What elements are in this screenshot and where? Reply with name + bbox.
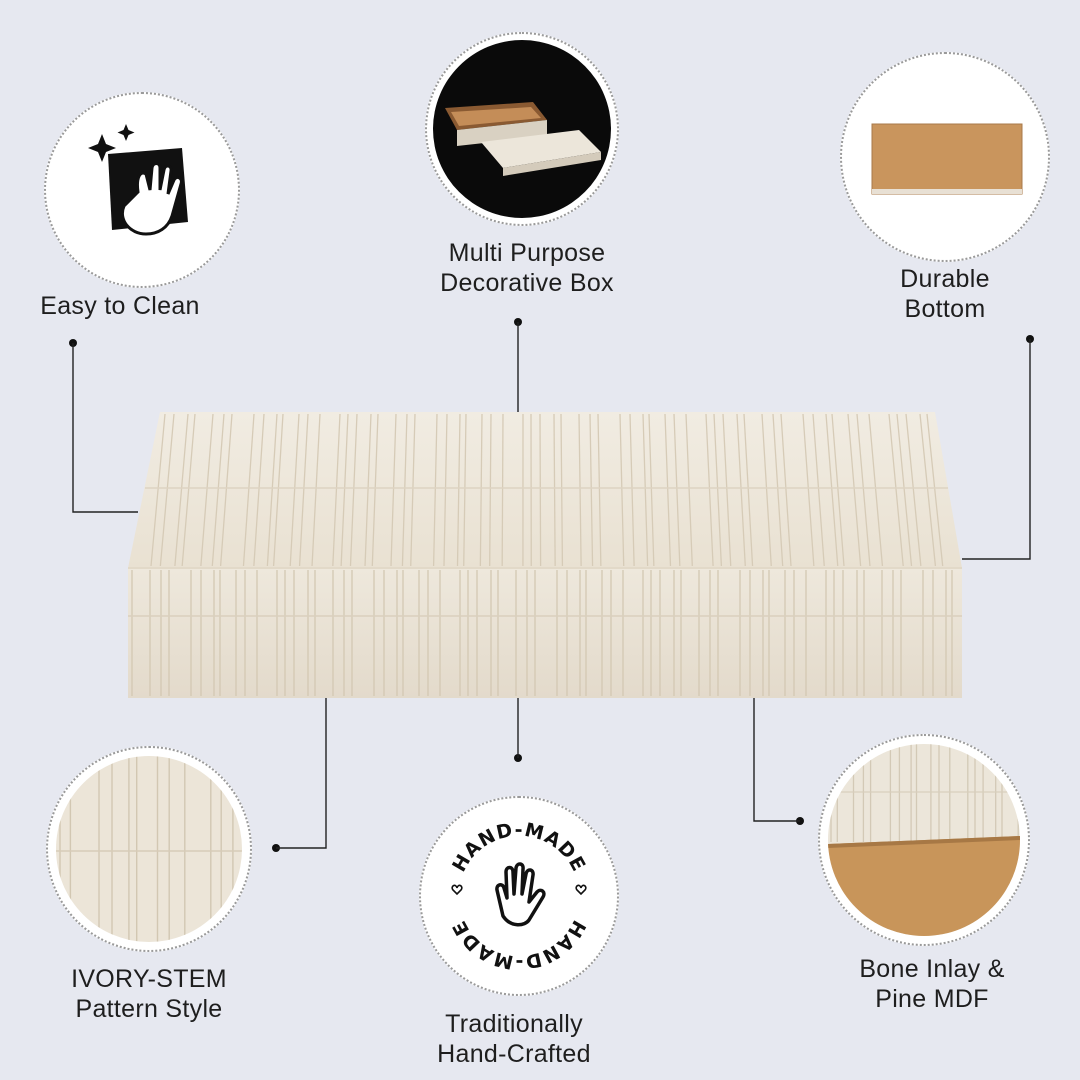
durable-bottom-label: Durable Bottom [830,264,1060,324]
heart-icon [451,884,463,896]
handmade-stamp-icon: HAND-MADE HAND-MADE [441,818,597,974]
easy-to-clean-line1: Easy to Clean [40,292,200,320]
pattern-style-line1: IVORY-STEM [71,965,227,993]
pattern-style-label: IVORY-STEM Pattern Style [30,964,268,1024]
cleaning-cloth-hand-icon [88,124,188,236]
decorative-box-label: Multi Purpose Decorative Box [400,238,654,298]
pattern-style-badge [46,746,252,952]
durable-bottom-line2: Bottom [904,295,986,323]
material-line2: Pine MDF [875,985,989,1013]
decorative-box-badge [425,32,619,226]
easy-to-clean-label: Easy to Clean [10,291,230,321]
decorative-box-line2: Decorative Box [440,269,614,297]
hand-crafted-line1: Traditionally [445,1010,583,1038]
ivory-stem-closeup-photo [56,756,242,942]
pattern-style-line2: Pattern Style [75,995,223,1023]
open-bone-box-photo [433,40,611,218]
decorative-box-line1: Multi Purpose [448,239,606,267]
easy-to-clean-badge [44,92,240,288]
hand-crafted-label: Traditionally Hand-Crafted [396,1009,632,1069]
durable-bottom-badge [840,52,1050,262]
material-label: Bone Inlay & Pine MDF [812,954,1052,1014]
material-badge [818,734,1030,946]
raised-hand-icon [495,862,546,927]
pine-board-bottom-photo [850,62,1040,252]
bone-inlay-mdf-closeup-photo [828,744,1020,936]
handmade-badge: HAND-MADE HAND-MADE [419,796,619,996]
material-line1: Bone Inlay & [859,955,1005,983]
heart-icon [575,884,587,896]
hand-crafted-line2: Hand-Crafted [437,1040,591,1068]
durable-bottom-line1: Durable [900,265,990,293]
